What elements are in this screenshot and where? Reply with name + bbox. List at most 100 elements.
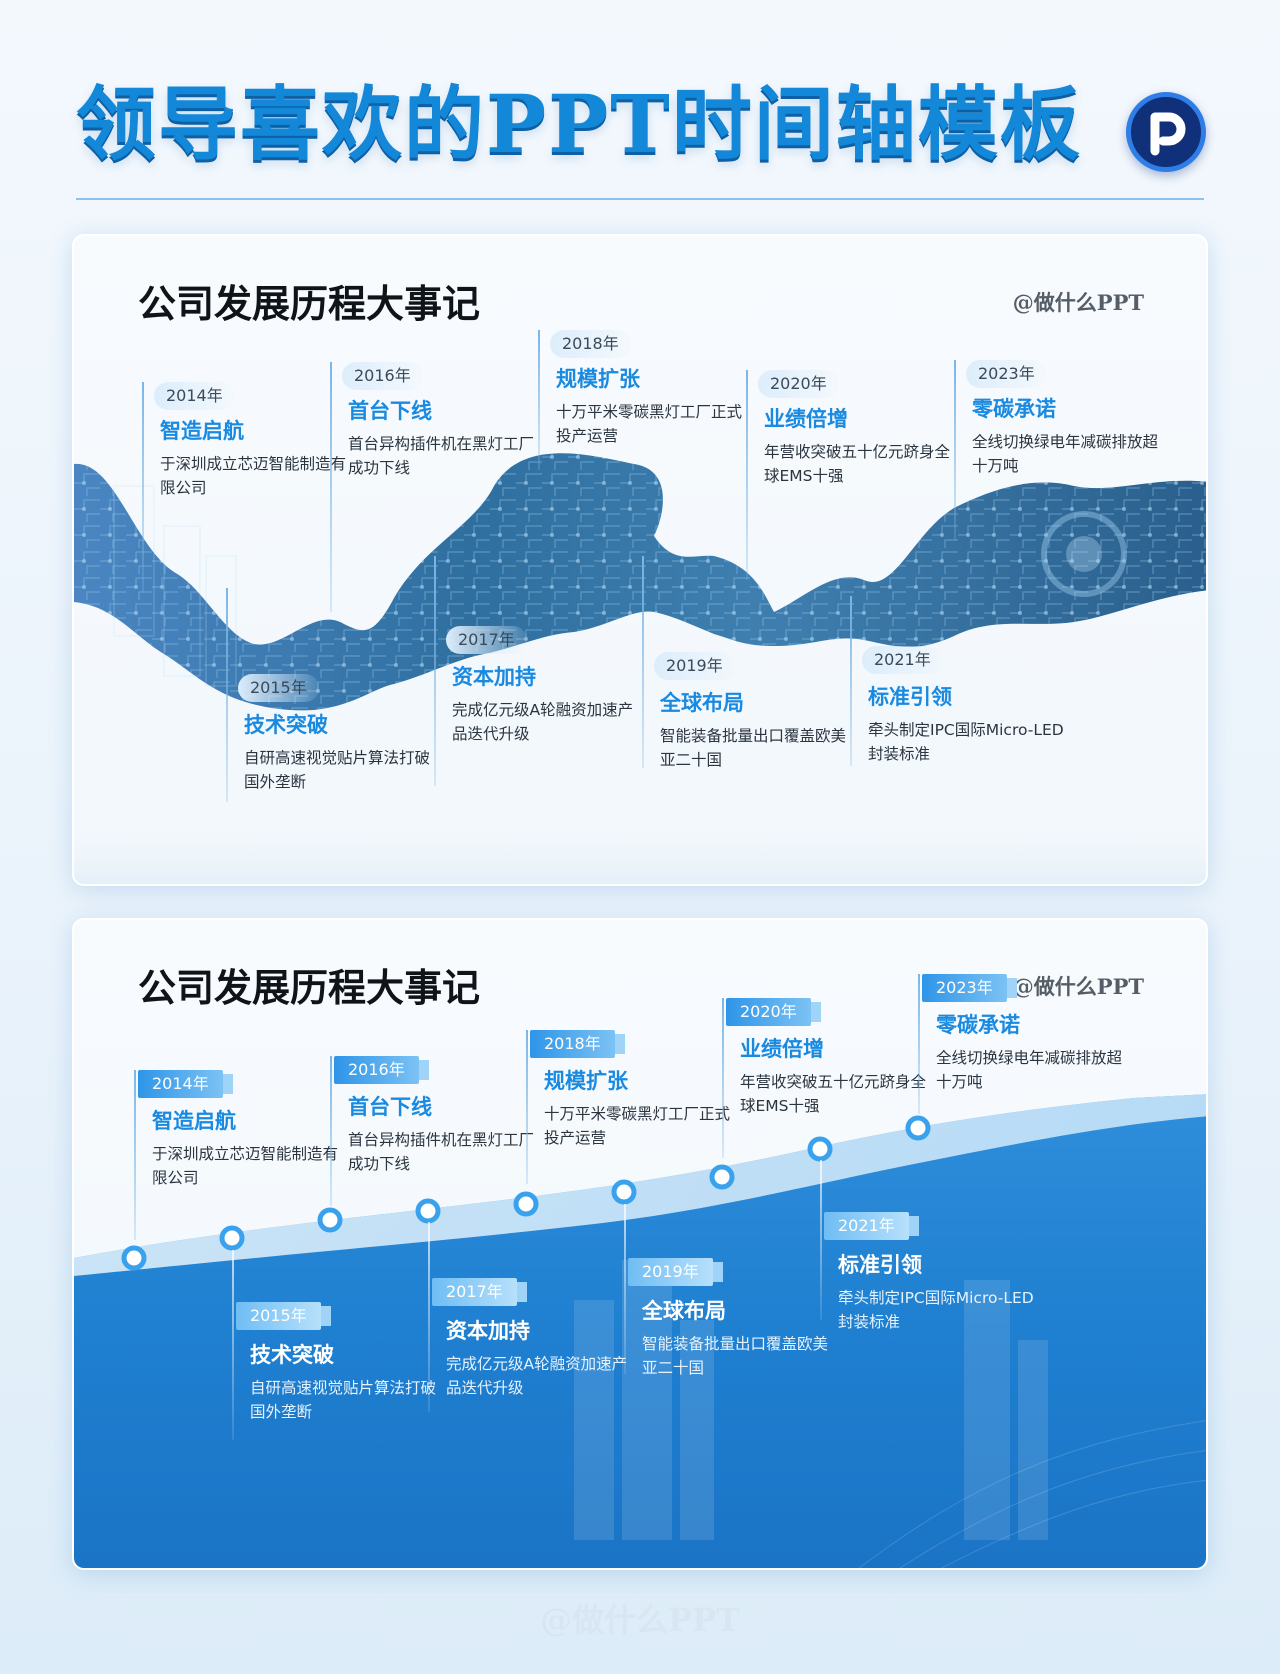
event-title: 全球布局 [660, 691, 744, 715]
timeline-card-photo-wave: 公司发展历程大事记 @做什么PPT 2014年 智造启航 于深圳成立芯迈智能制造… [72, 234, 1208, 886]
event-description: 首台异构插件机在黑灯工厂成功下线 [348, 1131, 535, 1173]
event-title: 技术突破 [244, 713, 328, 737]
event-title: 业绩倍增 [740, 1037, 824, 1061]
event-description: 完成亿元级A轮融资加速产品迭代升级 [446, 1355, 628, 1397]
event-title: 规模扩张 [556, 367, 640, 391]
event-description: 首台异构插件机在黑灯工厂成功下线 [348, 435, 535, 477]
event-description: 于深圳成立芯迈智能制造有限公司 [152, 1145, 339, 1187]
event-description: 自研高速视觉贴片算法打破国外垄断 [244, 749, 431, 791]
timeline-event-2014: 2014年 智造启航 于深圳成立芯迈智能制造有限公司 [134, 1070, 338, 1250]
event-year: 2020年 [758, 370, 839, 398]
timeline-event-2017: 2017年 资本加持 完成亿元级A轮融资加速产品迭代升级 [428, 1222, 628, 1422]
timeline-event-2015: 2015年 技术突破 自研高速视觉贴片算法打破国外垄断 [232, 1250, 436, 1450]
event-year: 2014年 [154, 382, 235, 410]
card-b-title: 公司发展历程大事记 [138, 966, 481, 1010]
event-description: 于深圳成立芯迈智能制造有限公司 [160, 455, 347, 497]
timeline-event-2017: 2017年 资本加持 完成亿元级A轮融资加速产品迭代升级 [434, 556, 634, 796]
event-title: 标准引领 [868, 685, 952, 709]
event-year: 2023年 [922, 974, 1017, 1002]
event-connector-line [918, 974, 920, 1114]
timeline-event-2018: 2018年 规模扩张 十万平米零碳黑灯工厂正式投产运营 [538, 330, 742, 480]
event-description: 智能装备批量出口覆盖欧美亚二十国 [642, 1335, 829, 1377]
event-title: 规模扩张 [544, 1069, 628, 1093]
timeline-event-2020: 2020年 业绩倍增 年营收突破五十亿元跻身全球EMS十强 [746, 370, 950, 590]
event-connector-line [134, 1070, 136, 1240]
title-divider [76, 198, 1204, 200]
event-title: 资本加持 [446, 1319, 530, 1343]
page-title: 领导喜欢的PPT时间轴模板 [76, 77, 1082, 171]
event-connector-line [746, 370, 748, 580]
event-connector-line [722, 998, 724, 1158]
timeline-card-curve: 公司发展历程大事记 @做什么PPT 2014年 智造启航 于深圳成立芯迈智能制造… [72, 918, 1208, 1570]
event-year: 2014年 [138, 1070, 233, 1098]
timeline-event-2016: 2016年 首台下线 首台异构插件机在黑灯工厂成功下线 [330, 1056, 534, 1216]
event-title: 技术突破 [250, 1343, 334, 1367]
timeline-event-2015: 2015年 技术突破 自研高速视觉贴片算法打破国外垄断 [226, 588, 430, 812]
event-connector-line [142, 382, 144, 592]
timeline-event-2018: 2018年 规模扩张 十万平米零碳黑灯工厂正式投产运营 [526, 1030, 730, 1194]
event-connector-line [526, 1030, 528, 1184]
event-year: 2015年 [236, 1302, 331, 1330]
event-connector-line [330, 362, 332, 612]
event-description: 全线切换绿电年减碳排放超十万吨 [936, 1049, 1123, 1091]
event-year: 2018年 [550, 330, 631, 358]
timeline-event-2014: 2014年 智造启航 于深圳成立芯迈智能制造有限公司 [142, 382, 346, 602]
event-title: 资本加持 [452, 665, 536, 689]
event-description: 自研高速视觉贴片算法打破国外垄断 [250, 1379, 437, 1421]
event-connector-line [954, 360, 956, 540]
event-description: 十万平米零碳黑灯工厂正式投产运营 [556, 403, 743, 445]
event-connector-line [642, 556, 644, 768]
event-year: 2015年 [238, 674, 319, 702]
event-connector-line [820, 1160, 822, 1320]
event-connector-line [538, 330, 540, 470]
timeline-event-2019: 2019年 全球布局 智能装备批量出口覆盖欧美亚二十国 [642, 556, 846, 778]
event-connector-line [232, 1250, 234, 1440]
event-description: 十万平米零碳黑灯工厂正式投产运营 [544, 1105, 731, 1147]
event-description: 年营收突破五十亿元跻身全球EMS十强 [764, 443, 951, 485]
event-title: 零碳承诺 [972, 397, 1056, 421]
event-year: 2019年 [628, 1258, 723, 1286]
event-year: 2018年 [530, 1030, 625, 1058]
event-description: 智能装备批量出口覆盖欧美亚二十国 [660, 727, 847, 769]
event-title: 零碳承诺 [936, 1013, 1020, 1037]
event-connector-line [624, 1204, 626, 1374]
timeline-event-2021: 2021年 标准引领 牵头制定IPC国际Micro-LED封装标准 [820, 1160, 1034, 1331]
event-connector-line [850, 596, 852, 766]
timeline-event-2020: 2020年 业绩倍增 年营收突破五十亿元跻身全球EMS十强 [722, 998, 926, 1168]
event-year: 2019年 [654, 652, 735, 680]
event-year: 2017年 [432, 1278, 527, 1306]
timeline-event-2023: 2023年 零碳承诺 全线切换绿电年减碳排放超十万吨 [954, 360, 1158, 550]
event-title: 标准引领 [838, 1253, 922, 1277]
event-year: 2021年 [824, 1212, 919, 1240]
event-connector-line [330, 1056, 332, 1206]
timeline-event-2021: 2021年 标准引领 牵头制定IPC国际Micro-LED封装标准 [850, 596, 1064, 776]
card-b-watermark: @做什么PPT [1012, 974, 1144, 999]
event-description: 完成亿元级A轮融资加速产品迭代升级 [452, 701, 634, 743]
footer-watermark: @做什么PPT [540, 1601, 740, 1639]
timeline-event-2019: 2019年 全球布局 智能装备批量出口覆盖欧美亚二十国 [624, 1204, 828, 1384]
event-connector-line [428, 1222, 430, 1412]
event-connector-line [434, 556, 436, 786]
event-title: 智造启航 [152, 1109, 236, 1133]
event-year: 2017年 [446, 626, 527, 654]
event-year: 2016年 [334, 1056, 429, 1084]
event-connector-line [226, 588, 228, 802]
card-a-watermark: @做什么PPT [1012, 290, 1144, 315]
event-title: 首台下线 [348, 1095, 432, 1119]
event-year: 2020年 [726, 998, 821, 1026]
event-description: 牵头制定IPC国际Micro-LED封装标准 [868, 721, 1064, 763]
wave-image-band [74, 453, 1206, 884]
event-title: 智造启航 [160, 419, 244, 443]
event-year: 2016年 [342, 362, 423, 390]
event-description: 年营收突破五十亿元跻身全球EMS十强 [740, 1073, 927, 1115]
timeline-event-2023: 2023年 零碳承诺 全线切换绿电年减碳排放超十万吨 [918, 974, 1122, 1124]
event-title: 业绩倍增 [764, 407, 848, 431]
event-description: 牵头制定IPC国际Micro-LED封装标准 [838, 1289, 1034, 1331]
event-title: 全球布局 [642, 1299, 726, 1323]
event-year: 2021年 [862, 646, 943, 674]
card-a-title: 公司发展历程大事记 [138, 282, 481, 326]
event-description: 全线切换绿电年减碳排放超十万吨 [972, 433, 1159, 475]
brand-logo-icon [1126, 92, 1206, 172]
event-title: 首台下线 [348, 399, 432, 423]
event-year: 2023年 [966, 360, 1047, 388]
